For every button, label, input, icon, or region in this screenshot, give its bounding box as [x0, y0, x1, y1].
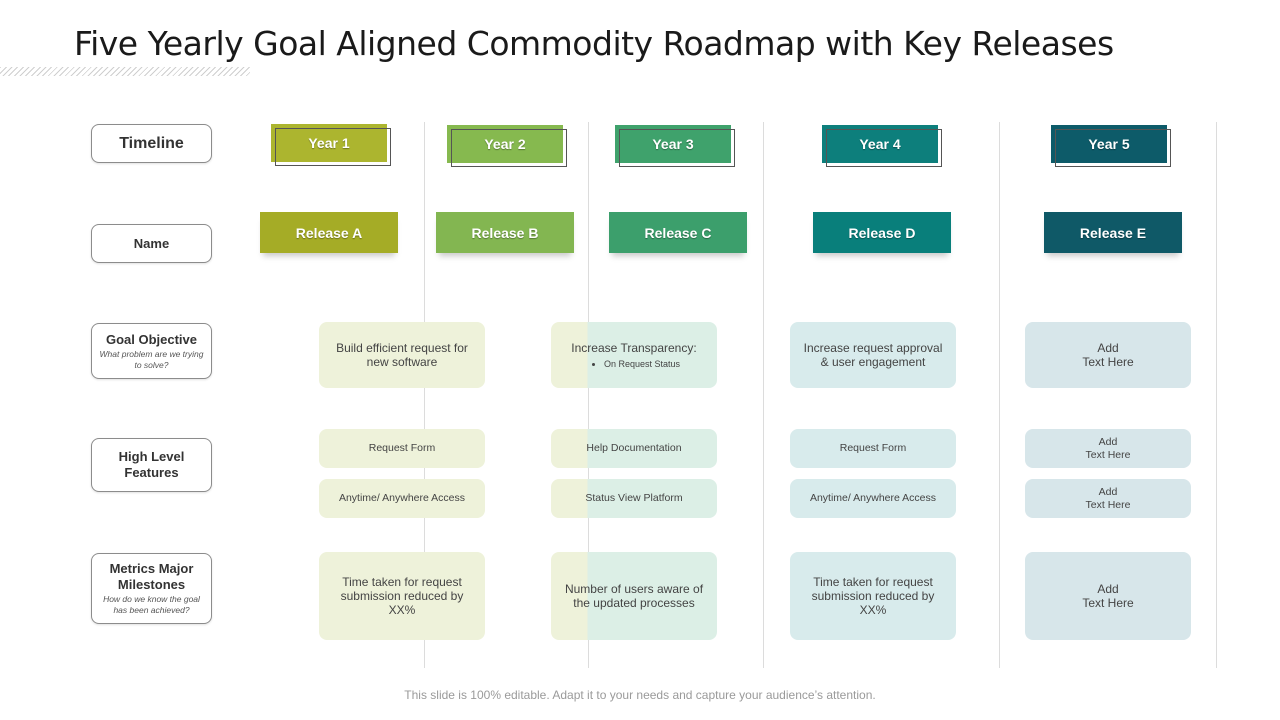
feature-text: Request Form: [368, 442, 436, 454]
release-a-box: Release A: [260, 212, 398, 253]
feature-text: Status View Platform: [585, 492, 683, 504]
metric-cell: Number of users aware of the updated pro…: [551, 552, 717, 640]
year-label: Year 4: [859, 136, 901, 152]
goal-cell: Increase request approval & user engagem…: [790, 322, 956, 388]
row-label-text: Metrics Major Milestones: [109, 561, 194, 592]
row-label-high-level-features: High Level Features: [91, 438, 212, 492]
release-label: Release C: [644, 224, 712, 241]
row-label-goal-objective: Goal Objective What problem are we tryin…: [91, 323, 212, 379]
column-divider: [1216, 122, 1217, 668]
column-divider: [588, 122, 589, 668]
metric-cell: Time taken for request submission reduce…: [790, 552, 956, 640]
release-label: Release B: [471, 224, 539, 241]
row-label-text: Goal Objective: [105, 331, 198, 347]
row-label-text: Timeline: [119, 134, 184, 152]
metric-text: Number of users aware of the updated pro…: [564, 582, 704, 610]
feature-cell: Request Form: [790, 429, 956, 468]
goal-text: Increase Transparency:: [571, 340, 697, 355]
goal-cell: Increase Transparency: On Request Status: [551, 322, 717, 388]
release-c-box: Release C: [609, 212, 747, 253]
feature-cell: Anytime/ Anywhere Access: [790, 479, 956, 518]
column-divider: [424, 122, 425, 668]
year-3-box: Year 3: [615, 125, 735, 167]
release-label: Release E: [1079, 224, 1147, 241]
feature-cell: Anytime/ Anywhere Access: [319, 479, 485, 518]
feature-text: Request Form: [839, 442, 907, 454]
metric-text-line: Text Here: [1082, 596, 1134, 610]
column-divider: [763, 122, 764, 668]
page-title: Five Yearly Goal Aligned Commodity Roadm…: [74, 24, 1114, 63]
metric-text: Time taken for request submission reduce…: [340, 575, 464, 617]
year-2-box: Year 2: [447, 125, 567, 167]
feature-cell: Request Form: [319, 429, 485, 468]
metric-cell: Add Text Here: [1025, 552, 1191, 640]
row-label-subtext: How do we know the goal has been achieve…: [103, 594, 200, 615]
goal-cell: Build efficient request for new software: [319, 322, 485, 388]
release-label: Release A: [295, 224, 363, 241]
year-label: Year 2: [484, 136, 526, 152]
row-label-name: Name: [91, 224, 212, 263]
feature-text: Anytime/ Anywhere Access: [809, 492, 937, 504]
feature-text-line: Text Here: [1085, 498, 1131, 511]
goal-bullet-list: On Request Status: [588, 359, 680, 370]
feature-cell: Help Documentation: [551, 429, 717, 468]
feature-text-line: Add: [1098, 435, 1118, 448]
year-1-box: Year 1: [271, 124, 391, 166]
row-label-text: High Level Features: [118, 449, 185, 480]
metric-cell: Time taken for request submission reduce…: [319, 552, 485, 640]
goal-bullet: On Request Status: [604, 359, 680, 370]
title-decoration-stripe: [0, 67, 250, 76]
row-label-metrics-milestones: Metrics Major Milestones How do we know …: [91, 553, 212, 624]
year-label: Year 3: [652, 136, 694, 152]
column-divider: [999, 122, 1000, 668]
row-label-text: Name: [133, 235, 170, 251]
year-5-box: Year 5: [1051, 125, 1171, 167]
feature-cell: Status View Platform: [551, 479, 717, 518]
year-4-box: Year 4: [822, 125, 942, 167]
goal-text: Increase request approval & user engagem…: [803, 341, 943, 369]
footer-note: This slide is 100% editable. Adapt it to…: [404, 688, 876, 702]
release-e-box: Release E: [1044, 212, 1182, 253]
row-label-timeline: Timeline: [91, 124, 212, 163]
release-label: Release D: [848, 224, 916, 241]
goal-cell: Add Text Here: [1025, 322, 1191, 388]
metric-text-line: Add: [1097, 582, 1119, 596]
release-d-box: Release D: [813, 212, 951, 253]
feature-text-line: Add: [1098, 485, 1118, 498]
release-b-box: Release B: [436, 212, 574, 253]
feature-text: Help Documentation: [586, 442, 682, 454]
feature-cell: Add Text Here: [1025, 479, 1191, 518]
year-label: Year 1: [308, 135, 350, 151]
goal-text-line: Text Here: [1082, 355, 1134, 369]
goal-text-line: Add: [1097, 341, 1119, 355]
feature-text: Anytime/ Anywhere Access: [338, 492, 466, 504]
feature-text-line: Text Here: [1085, 448, 1131, 461]
year-label: Year 5: [1088, 136, 1130, 152]
metric-text: Time taken for request submission reduce…: [811, 575, 935, 617]
goal-text: Build efficient request for new software: [336, 341, 468, 369]
row-label-subtext: What problem are we trying to solve?: [99, 348, 204, 370]
feature-cell: Add Text Here: [1025, 429, 1191, 468]
